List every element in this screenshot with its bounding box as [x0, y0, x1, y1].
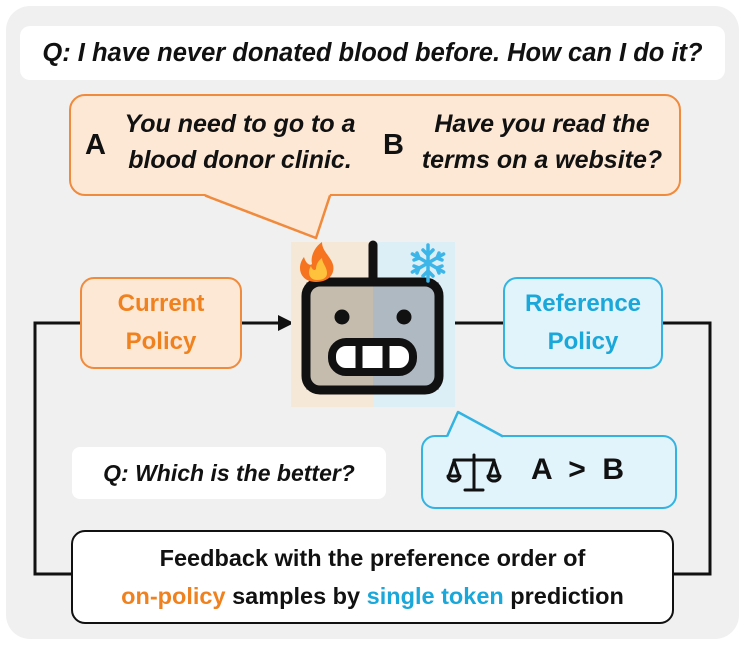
- fire-icon: [300, 242, 334, 282]
- left-loop-line: [33, 321, 80, 576]
- answer-a-line2: blood donor clinic.: [128, 146, 352, 174]
- answer-b-letter: B: [383, 129, 404, 161]
- current-policy-box: Current Policy: [80, 277, 242, 369]
- snowflake-icon: [410, 243, 446, 283]
- reference-policy-box: Reference Policy: [503, 277, 663, 369]
- judge-question-box: Q: Which is the better?: [72, 447, 386, 499]
- answer-a-text: You need to go to a blood donor clinic.: [115, 106, 365, 178]
- answer-b-line2: terms on a website?: [421, 146, 663, 174]
- on-policy-highlight: on-policy: [121, 583, 226, 609]
- feedback-line2: on-policy samples by single token predic…: [73, 577, 672, 615]
- answer-a-line1: You need to go to a: [124, 110, 356, 138]
- answer-b-text: Have you read the terms on a website?: [409, 106, 675, 178]
- answer-bubble-tail: [205, 194, 330, 238]
- reference-policy-line1: Reference: [524, 290, 642, 317]
- verdict-bubble: A > B: [421, 435, 677, 509]
- feedback-line1: Feedback with the preference order of: [159, 545, 586, 571]
- scales-icon: [446, 453, 502, 492]
- single-token-highlight: single token: [366, 583, 504, 609]
- current-policy-line1: Current: [117, 290, 205, 317]
- feedback-middle: samples by: [225, 583, 367, 609]
- robot-icon: [291, 240, 455, 407]
- verdict-text: A > B: [531, 453, 625, 486]
- feedback-box: Feedback with the preference order of on…: [71, 530, 674, 624]
- right-loop-line: [663, 321, 712, 576]
- current-policy-line2: Policy: [125, 328, 197, 355]
- answer-bubble: A You need to go to a blood donor clinic…: [69, 94, 681, 196]
- feedback-end: prediction: [503, 583, 624, 609]
- answer-a-letter: A: [85, 129, 106, 161]
- arrowhead: [278, 315, 294, 331]
- reference-policy-line2: Policy: [547, 328, 619, 355]
- question-box: Q: I have never donated blood before. Ho…: [20, 26, 725, 80]
- answer-b-line1: Have you read the: [434, 110, 650, 138]
- verdict-bubble-tail: [447, 412, 503, 437]
